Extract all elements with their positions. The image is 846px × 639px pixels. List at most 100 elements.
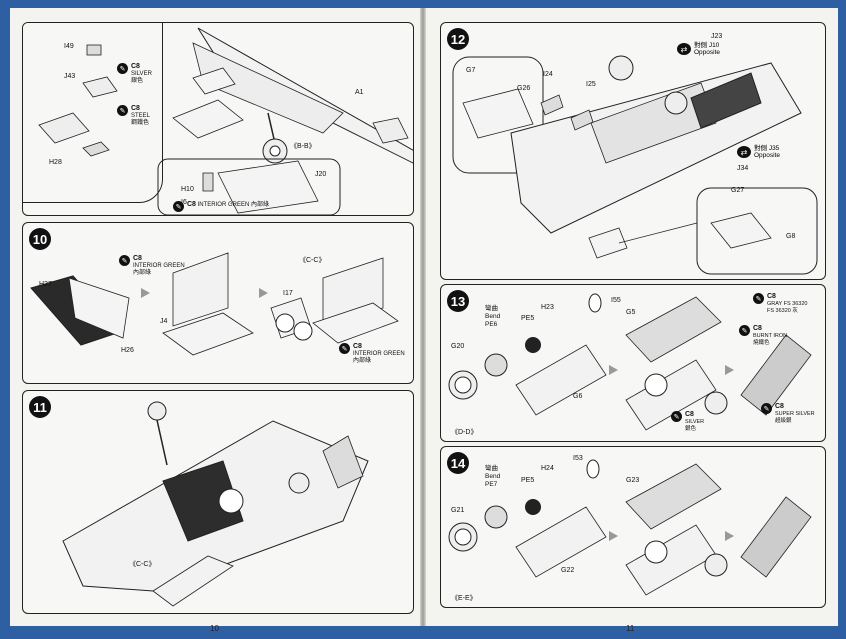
paint-callout-interior-green: ✎ C8 INTERIOR GREEN 內部綠 [173, 201, 269, 212]
bend-cn: 彎曲 [485, 305, 498, 312]
opposite-cn: 對側 [694, 42, 707, 49]
part-label-g20: G20 [451, 343, 465, 350]
paint-brush-icon: ✎ [761, 403, 772, 414]
part-label-pe5: PE5 [521, 315, 535, 322]
arrow-icon [609, 365, 618, 375]
paint-code: C8 [187, 201, 196, 208]
step-12-number: 12 [447, 28, 469, 50]
part-label-h27: H27 [39, 281, 52, 288]
step-10-drawing [30, 252, 399, 356]
part-label-j43: J43 [64, 73, 76, 80]
step-10-number: 10 [29, 228, 51, 250]
paint-name-cn: 銀色 [685, 425, 697, 432]
part-label-g26: G26 [517, 85, 531, 92]
part-label-i24: I24 [543, 71, 553, 78]
bend-en: Bend [485, 472, 501, 480]
part-label-h10: H10 [181, 186, 194, 193]
swap-arrows-icon: ⇄ [737, 146, 751, 159]
step-9-drawing [38, 27, 413, 215]
view-label-d-d: 《D-D》 [451, 429, 478, 436]
part-label-i25: I25 [586, 81, 596, 88]
paint-name: SILVER [131, 71, 152, 78]
page-number-left: 10 [210, 624, 219, 633]
part-label-i55: I55 [611, 297, 621, 304]
part-label-g27: G27 [731, 187, 745, 194]
paint-brush-icon: ✎ [739, 325, 750, 336]
paint-code: C8 [131, 63, 140, 70]
part-label-h28: H28 [49, 159, 62, 166]
part-label-g5: G5 [626, 309, 636, 316]
paint-name-cn: 超級銀 [775, 417, 792, 424]
paint-name: STEEL [131, 113, 151, 120]
page-number-right: 11 [626, 624, 635, 633]
paint-name: SUPER SILVER [775, 411, 815, 418]
paint-name: INTERIOR GREEN [133, 263, 185, 270]
part-label-g6: G6 [573, 393, 583, 400]
arrow-1-icon [141, 288, 150, 298]
part-label-i17: I17 [283, 290, 293, 297]
arrow-icon [725, 365, 734, 375]
bend-part: PE6 [485, 320, 498, 328]
paint-brush-icon: ✎ [117, 105, 128, 116]
bend-part: PE7 [485, 480, 498, 488]
paint-code: C8 [131, 105, 140, 112]
opposite-en: Opposite [754, 152, 781, 160]
paint-code: C8 [133, 255, 142, 262]
paint-name-cn: 內部綠 [133, 269, 152, 276]
part-label-g22: G22 [561, 567, 575, 574]
arrow-icon [725, 531, 734, 541]
part-label-g21: G21 [451, 507, 465, 514]
paint-name: INTERIOR GREEN [197, 202, 250, 208]
part-label-j4: J4 [160, 318, 168, 325]
swap-arrows-icon: ⇄ [677, 43, 691, 56]
paint-brush-icon: ✎ [753, 293, 764, 304]
part-label-h24: H24 [541, 465, 554, 472]
part-label-i6: I6 [181, 199, 187, 206]
paint-name-cn: 內部綠 [250, 202, 269, 208]
part-label-h23: H23 [541, 304, 554, 311]
view-label-e-e: 《E-E》 [451, 595, 477, 602]
step-14-drawing [448, 459, 812, 596]
paint-code: C8 [775, 403, 784, 410]
step-13-number: 13 [447, 290, 469, 312]
arrow-icon [609, 531, 618, 541]
view-label-c-c: 《C-C》 [299, 257, 326, 264]
paint-name: INTERIOR GREEN [353, 351, 405, 358]
step-13-drawing [448, 293, 812, 431]
opposite-cn: 對側 [754, 145, 767, 152]
paint-brush-icon: ✎ [117, 63, 128, 74]
paint-code: C8 [353, 343, 362, 350]
step-12-panel: 12 G7 G26 I24 I25 J23 J34 G27 G8 ⇄ 對側 J1… [440, 22, 826, 280]
paint-name: SILVER [685, 419, 705, 426]
part-label-g23: G23 [626, 477, 640, 484]
part-label-g8: G8 [786, 233, 796, 240]
step-11-panel: 11 《C-C》 [22, 390, 414, 614]
arrow-2-icon [259, 288, 268, 298]
paint-name-cn: 燒鐵色 [753, 339, 770, 346]
bend-cn: 彎曲 [485, 465, 498, 472]
part-label-g7: G7 [466, 67, 476, 74]
step-14-number: 14 [447, 452, 469, 474]
paint-brush-icon: ✎ [119, 255, 130, 266]
paint-brush-icon: ✎ [339, 343, 350, 354]
paint-name: GRAY FS 36320 [767, 301, 808, 308]
paint-code: C8 [767, 293, 776, 300]
part-label-a1: A1 [355, 89, 364, 96]
part-label-j34: J34 [737, 165, 749, 172]
bend-en: Bend [485, 312, 501, 320]
paint-brush-icon: ✎ [671, 411, 682, 422]
paint-code: C8 [753, 325, 762, 332]
opposite-part: J35 [768, 145, 780, 152]
part-label-j20: J20 [315, 171, 327, 178]
step-11-drawing [62, 401, 369, 607]
